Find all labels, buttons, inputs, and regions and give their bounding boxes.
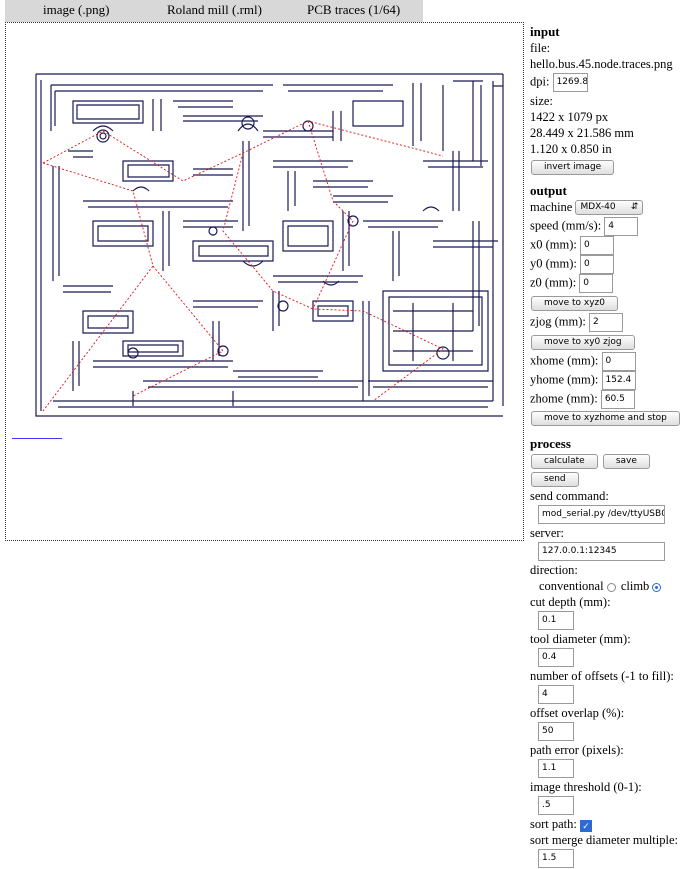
zjog-input[interactable]: 2 — [589, 312, 624, 332]
move-xyz0-row: move to xyz0 — [531, 294, 698, 311]
server-input[interactable]: 127.0.0.1:12345 — [538, 542, 665, 562]
cut-depth-label: cut depth (mm): — [530, 595, 611, 610]
cut-depth-input[interactable]: 0.1 — [538, 611, 574, 631]
save-button[interactable]: save — [602, 453, 650, 469]
zjog-label: zjog (mm): — [530, 314, 586, 329]
send-command-row: mod_serial.py /dev/ttyUSB0 — [538, 505, 698, 525]
y0-row: y0 (mm): 0 — [530, 255, 698, 275]
send-row: send — [531, 471, 698, 488]
move-to-xyz0-button[interactable]: move to xyz0 — [531, 295, 618, 311]
server-label: server: — [530, 526, 565, 541]
move-home-row: move to xyzhome and stop — [531, 410, 698, 427]
invert-row: invert image — [531, 158, 698, 175]
merge-label: sort merge diameter multiple: — [530, 833, 678, 848]
threshold-row: .5 — [538, 796, 698, 816]
size-in: 1.120 x 0.850 in — [530, 142, 612, 156]
calc-row: calculate save — [531, 452, 698, 469]
merge-input[interactable]: 1.5 — [538, 849, 574, 869]
climb-label: climb — [620, 579, 650, 594]
sort-path-row: sort path: ✓ — [530, 816, 698, 832]
conventional-label: conventional — [539, 579, 604, 594]
tab-bar: image (.png) Roland mill (.rml) PCB trac… — [5, 0, 423, 22]
conventional-radio[interactable] — [606, 583, 616, 592]
cut-depth-row: 0.1 — [538, 611, 698, 631]
zhome-input[interactable]: 60.5 — [600, 389, 635, 409]
path-error-row: 1.1 — [538, 759, 698, 779]
threshold-input[interactable]: .5 — [538, 796, 574, 816]
send-command-input[interactable]: mod_serial.py /dev/ttyUSB0 — [538, 505, 665, 525]
dpi-input[interactable]: 1269.8 — [552, 73, 588, 92]
move-to-xyzhome-button[interactable]: move to xyzhome and stop — [531, 411, 680, 427]
overlap-row: 50 — [538, 722, 698, 742]
send-command-label: send command: — [530, 489, 609, 504]
input-heading: input — [530, 24, 560, 39]
xhome-input[interactable]: 0 — [601, 351, 636, 371]
yhome-label: yhome (mm): — [530, 371, 599, 386]
xhome-label: xhome (mm): — [530, 352, 599, 367]
file-name: hello.bus.45.node.traces.png — [530, 57, 673, 71]
sort-path-checkbox[interactable]: ✓ — [580, 819, 592, 832]
speed-input[interactable]: 4 — [604, 217, 639, 237]
z0-label: z0 (mm): — [530, 275, 577, 290]
z0-input[interactable]: 0 — [579, 274, 614, 294]
y0-input[interactable]: 0 — [580, 255, 614, 275]
toolpath-canvas[interactable] — [5, 22, 524, 541]
speed-label: speed (mm/s): — [530, 218, 602, 233]
yhome-row: yhome (mm): 152.4 — [530, 370, 698, 390]
machine-label: machine — [530, 199, 573, 214]
size-label: size: — [530, 94, 553, 108]
dpi-row: dpi: 1269.8 — [530, 73, 698, 92]
machine-select[interactable]: MDX-40 ⇵ — [575, 200, 644, 216]
canvas-link[interactable] — [12, 438, 62, 439]
offsets-row: 4 — [538, 685, 698, 705]
offsets-input[interactable]: 4 — [538, 685, 574, 705]
size-px: 1422 x 1079 px — [530, 110, 609, 124]
zjog-row: zjog (mm): 2 — [530, 312, 698, 332]
toolpath-preview — [35, 73, 504, 417]
yhome-input[interactable]: 152.4 — [601, 370, 636, 390]
tab-roland-mill-rml[interactable]: Roland mill (.rml) — [167, 2, 262, 17]
x0-label: x0 (mm): — [530, 237, 577, 252]
path-error-label: path error (pixels): — [530, 743, 624, 758]
merge-row: 1.5 — [538, 849, 698, 869]
x0-input[interactable]: 0 — [580, 236, 614, 256]
dpi-label: dpi: — [530, 74, 550, 89]
file-label: file: — [530, 41, 551, 55]
zhome-row: zhome (mm): 60.5 — [530, 389, 698, 409]
select-arrows-icon: ⇵ — [630, 202, 639, 213]
overlap-label: offset overlap (%): — [530, 706, 625, 721]
machine-select-value: MDX-40 — [580, 202, 616, 213]
y0-label: y0 (mm): — [530, 256, 577, 271]
tab-pcb-traces[interactable]: PCB traces (1/64) — [307, 2, 401, 17]
speed-row: speed (mm/s): 4 — [530, 217, 698, 237]
move-to-xy0-zjog-button[interactable]: move to xy0 zjog — [531, 334, 635, 350]
machine-row: machine MDX-40 ⇵ — [530, 199, 698, 216]
x0-row: x0 (mm): 0 — [530, 236, 698, 256]
server-row: 127.0.0.1:12345 — [538, 542, 698, 562]
tool-diameter-input[interactable]: 0.4 — [538, 648, 574, 668]
overlap-input[interactable]: 50 — [538, 722, 574, 742]
size-mm: 28.449 x 21.586 mm — [530, 126, 634, 140]
direction-label: direction: — [530, 563, 578, 578]
send-button[interactable]: send — [531, 472, 579, 488]
move-xy0zjog-row: move to xy0 zjog — [531, 333, 698, 350]
invert-image-button[interactable]: invert image — [531, 159, 615, 175]
direction-row: conventional climb — [539, 578, 698, 594]
z0-row: z0 (mm): 0 — [530, 274, 698, 294]
process-heading: process — [530, 436, 571, 452]
output-heading: output — [530, 182, 567, 198]
sort-path-label: sort path: — [530, 817, 577, 832]
offsets-label: number of offsets (-1 to fill): — [530, 669, 674, 684]
tab-image-png[interactable]: image (.png) — [43, 2, 110, 17]
xhome-row: xhome (mm): 0 — [530, 351, 698, 371]
zhome-label: zhome (mm): — [530, 390, 598, 405]
calculate-button[interactable]: calculate — [531, 453, 598, 469]
threshold-label: image threshold (0-1): — [530, 780, 642, 795]
climb-radio[interactable] — [652, 583, 662, 592]
path-error-input[interactable]: 1.1 — [538, 759, 574, 779]
tool-diameter-row: 0.4 — [538, 648, 698, 668]
control-panel: input file: hello.bus.45.node.traces.png… — [530, 22, 698, 869]
tool-diameter-label: tool diameter (mm): — [530, 632, 631, 647]
